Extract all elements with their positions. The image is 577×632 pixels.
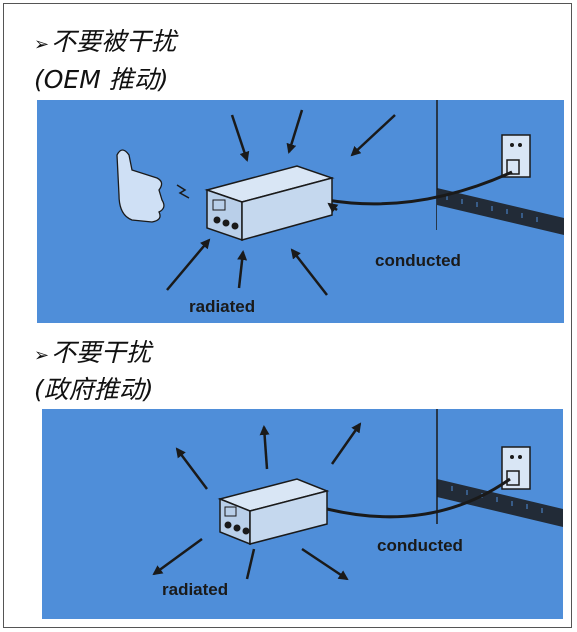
equipment-box-icon (204, 165, 335, 242)
bullet-arrow-icon: ➢ (34, 34, 50, 55)
arrow-in-4 (166, 238, 211, 291)
power-cable (326, 170, 513, 206)
radiated-label: radiated (189, 297, 255, 316)
section1-title: 不要被干扰 (51, 27, 177, 56)
equipment-box-icon (217, 478, 330, 546)
slide: ➢不要被干扰 (OEM 推动) (3, 3, 572, 628)
arrow-in-3 (350, 114, 396, 157)
power-outlet-icon (501, 134, 531, 178)
arrow-in-5 (237, 250, 248, 289)
arrow-in-1 (230, 114, 250, 162)
conducted-label: conducted (375, 251, 461, 270)
interference-diagram-immunity: conducted radiated (37, 100, 564, 323)
arrow-out-1 (175, 447, 208, 490)
power-cable (326, 477, 511, 519)
bullet-arrow-icon: ➢ (34, 345, 50, 366)
section2-subtitle: (政府推动) (34, 375, 154, 404)
arrow-in-2 (286, 109, 304, 154)
radiated-label: radiated (162, 580, 228, 599)
section1-heading: ➢不要被干扰 (34, 26, 176, 60)
wall-icon (436, 100, 564, 235)
wall-icon (436, 409, 563, 527)
arrow-out-6 (301, 547, 349, 581)
radiated-arrows-outward (152, 422, 362, 581)
arrow-out-4 (152, 537, 203, 576)
section2-title: 不要干扰 (51, 338, 152, 367)
arrow-conducted-in (327, 202, 339, 213)
interference-diagram-emissions: conducted radiated (42, 409, 563, 619)
section1-subtitle: (OEM 推动) (34, 65, 169, 94)
radiated-arrows-inward (166, 109, 396, 296)
arrow-in-6 (290, 248, 328, 296)
conducted-label: conducted (377, 536, 463, 555)
section2-heading: ➢不要干扰 (34, 337, 151, 371)
arrow-out-2 (259, 425, 270, 470)
arrow-out-5 (245, 548, 256, 580)
hand-interference-icon (116, 149, 190, 223)
arrow-out-3 (330, 422, 362, 465)
